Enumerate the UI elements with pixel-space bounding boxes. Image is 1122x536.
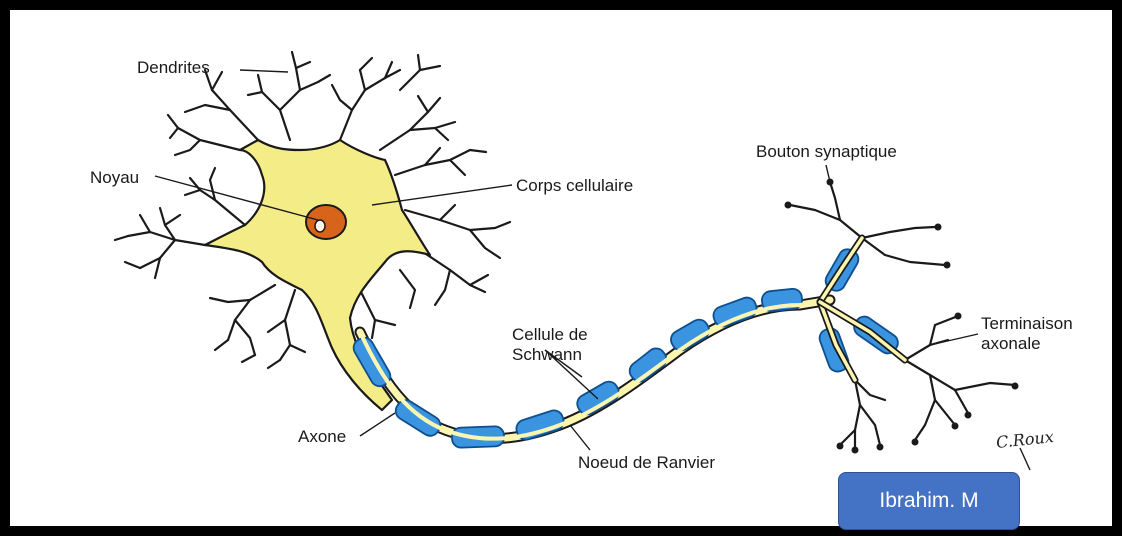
label-noyau: Noyau: [90, 168, 139, 188]
label-noeud-ranvier: Noeud de Ranvier: [578, 453, 715, 473]
label-dendrites: Dendrites: [137, 58, 210, 78]
label-terminaison-axonale: Terminaison axonale: [981, 314, 1073, 354]
label-cellule-schwann: Cellule de Schwann: [512, 325, 588, 365]
schwann-cell: [392, 397, 443, 439]
label-corps-cellulaire: Corps cellulaire: [516, 176, 633, 196]
label-axone: Axone: [298, 427, 346, 447]
label-bouton-synaptique: Bouton synaptique: [756, 142, 897, 162]
myelin-sheath: [350, 246, 901, 448]
nucleolus: [315, 220, 325, 232]
credit-label: Ibrahim. M: [879, 489, 978, 513]
cell-body: [205, 140, 430, 410]
credit-box[interactable]: Ibrahim. M: [838, 472, 1020, 530]
nucleus: [306, 205, 346, 239]
